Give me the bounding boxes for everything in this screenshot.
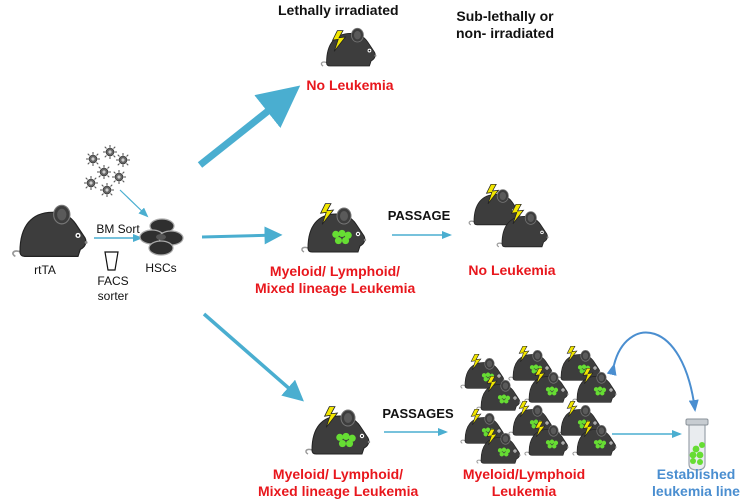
arrow-to-lethal (197, 85, 301, 168)
passages-label: PASSAGES (382, 406, 454, 421)
established-label-line2: leukemia line (652, 483, 740, 499)
leukemic-mice-group (460, 346, 618, 464)
rtta-label: rtTA (34, 263, 56, 277)
test-tube-icon (685, 418, 709, 471)
bottom-leukemia-label-line2: Mixed lineage Leukemia (258, 483, 419, 499)
bone-marrow-cells-icon (84, 145, 130, 197)
arrow-to-passages (202, 312, 304, 402)
arrow-to-sublethal (201, 226, 283, 245)
mouse-icon (508, 346, 554, 381)
bm-sort-label: BM Sort (96, 222, 140, 236)
passage-label: PASSAGE (387, 208, 451, 223)
mouse-icon (460, 354, 506, 389)
bottom-mouse-icon (305, 409, 371, 455)
no-leukemia-top-label: No Leukemia (306, 77, 394, 93)
facs-label-line1: FACS (97, 274, 129, 288)
facs-label-line2: sorter (97, 289, 129, 303)
ml-leukemia-label-line1: Myeloid/Lymphoid (462, 466, 586, 482)
hscs-label: HSCs (145, 261, 177, 275)
sublethal-label-line2: non- irradiated (455, 25, 554, 41)
cycle-arrow (606, 331, 699, 412)
lethally-irradiated-label: Lethally irradiated (278, 2, 399, 18)
bottom-leukemia-label-line1: Myeloid/ Lymphoid/ (272, 466, 404, 482)
passaged-mouse-icon (468, 189, 550, 248)
hsc-cluster-icon (139, 218, 184, 256)
rtta-mouse-icon (12, 204, 89, 258)
established-label-line1: Established (656, 466, 736, 482)
no-leukemia-mid-label: No Leukemia (468, 262, 556, 278)
mid-leukemia-label-line2: Mixed lineage Leukemia (255, 280, 416, 296)
ml-leukemia-label-line2: Leukemia (491, 483, 557, 499)
facs-tube-icon (104, 251, 119, 271)
mid-mouse-icon (301, 207, 367, 253)
sublethal-label-line1: Sub-lethally or (456, 8, 554, 24)
mid-leukemia-label-line1: Myeloid/ Lymphoid/ (269, 263, 401, 279)
mouse-icon (556, 346, 602, 381)
lethal-mouse-icon (320, 27, 378, 67)
cells-to-hsc-arrow (119, 189, 149, 218)
